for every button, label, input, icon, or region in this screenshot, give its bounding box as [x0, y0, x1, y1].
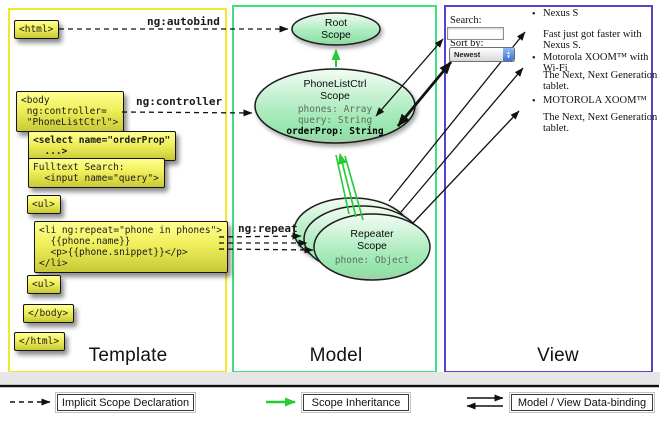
view-section-label: View — [537, 345, 579, 366]
code-box-body-close: </body> — [23, 304, 75, 323]
code-box-body-open: <body ng:controller= "PhoneListCtrl"> — [16, 91, 125, 132]
search-input — [447, 27, 504, 40]
ng-controller-label: ng:controller — [136, 95, 223, 108]
code-box-li-repeat: <li ng:repeat="phone in phones"> {{phone… — [34, 221, 229, 273]
search-label: Search: — [450, 15, 482, 26]
root-scope-title: Root Scope — [321, 17, 351, 41]
code-box-ul-close: <ul> — [27, 275, 61, 294]
phone-item-title: Motorola XOOM™ with Wi-Fi — [543, 52, 649, 74]
ng-autobind-label: ng:autobind — [147, 15, 220, 28]
repeater-scope-prop-phone: phone: Object — [334, 255, 410, 266]
repeater-scope-title: Repeater Scope — [350, 228, 394, 252]
sort-by-label: Sort by: — [450, 38, 484, 49]
ng-repeat-label: ng:repeat — [238, 222, 298, 235]
phone-item-desc: Fast just got faster with Nexus S. — [543, 29, 642, 51]
model-section-label: Model — [309, 345, 363, 366]
phone-item-desc: The Next, Next Generation tablet. — [543, 112, 658, 134]
code-box-html-close: </html> — [14, 332, 66, 351]
phonelistctrl-prop-phones: phones: Array — [297, 104, 373, 115]
page-bottom-strip — [0, 372, 660, 384]
legend-implicit-scope-declaration: Implicit Scope Declaration — [55, 392, 196, 413]
implicit-scope-arrows — [59, 25, 314, 254]
sort-by-selected-value: Newest — [454, 50, 481, 59]
phonelistctrl-prop-query: query: String — [297, 115, 373, 126]
list-bullet: • — [532, 53, 536, 64]
list-bullet: • — [532, 96, 536, 107]
template-section-label: Template — [88, 345, 168, 366]
phone-item-title: Nexus S — [543, 8, 579, 19]
scope-inheritance-arrows — [331, 49, 364, 221]
repeater-scope-ellipses — [293, 197, 431, 281]
data-binding-arrows — [375, 31, 526, 224]
phonelistctrl-scope-title: PhoneListCtrl Scope — [303, 78, 367, 102]
phone-item-title: MOTOROLA XOOM™ — [543, 95, 647, 106]
sort-by-select: Newest ▲▼ — [449, 47, 515, 62]
legend-model-view-data-binding: Model / View Data-binding — [509, 392, 655, 413]
list-bullet: • — [532, 9, 536, 20]
code-box-fulltext-search: Fulltext Search: <input name="query"> — [28, 158, 165, 188]
select-stepper-icon: ▲▼ — [503, 48, 514, 61]
phonelistctrl-prop-orderprop: orderProp: String — [286, 126, 384, 137]
legend-arrow-samples — [10, 394, 504, 410]
code-box-ul-open: <ul> — [27, 195, 61, 214]
code-box-html-open: <html> — [14, 20, 60, 39]
root-scope-ellipse — [291, 12, 381, 46]
code-box-select: <select name="orderProp" ...> — [28, 131, 177, 161]
legend-scope-inheritance: Scope Inheritance — [301, 392, 411, 413]
phone-item-desc: The Next, Next Generation tablet. — [543, 70, 658, 92]
